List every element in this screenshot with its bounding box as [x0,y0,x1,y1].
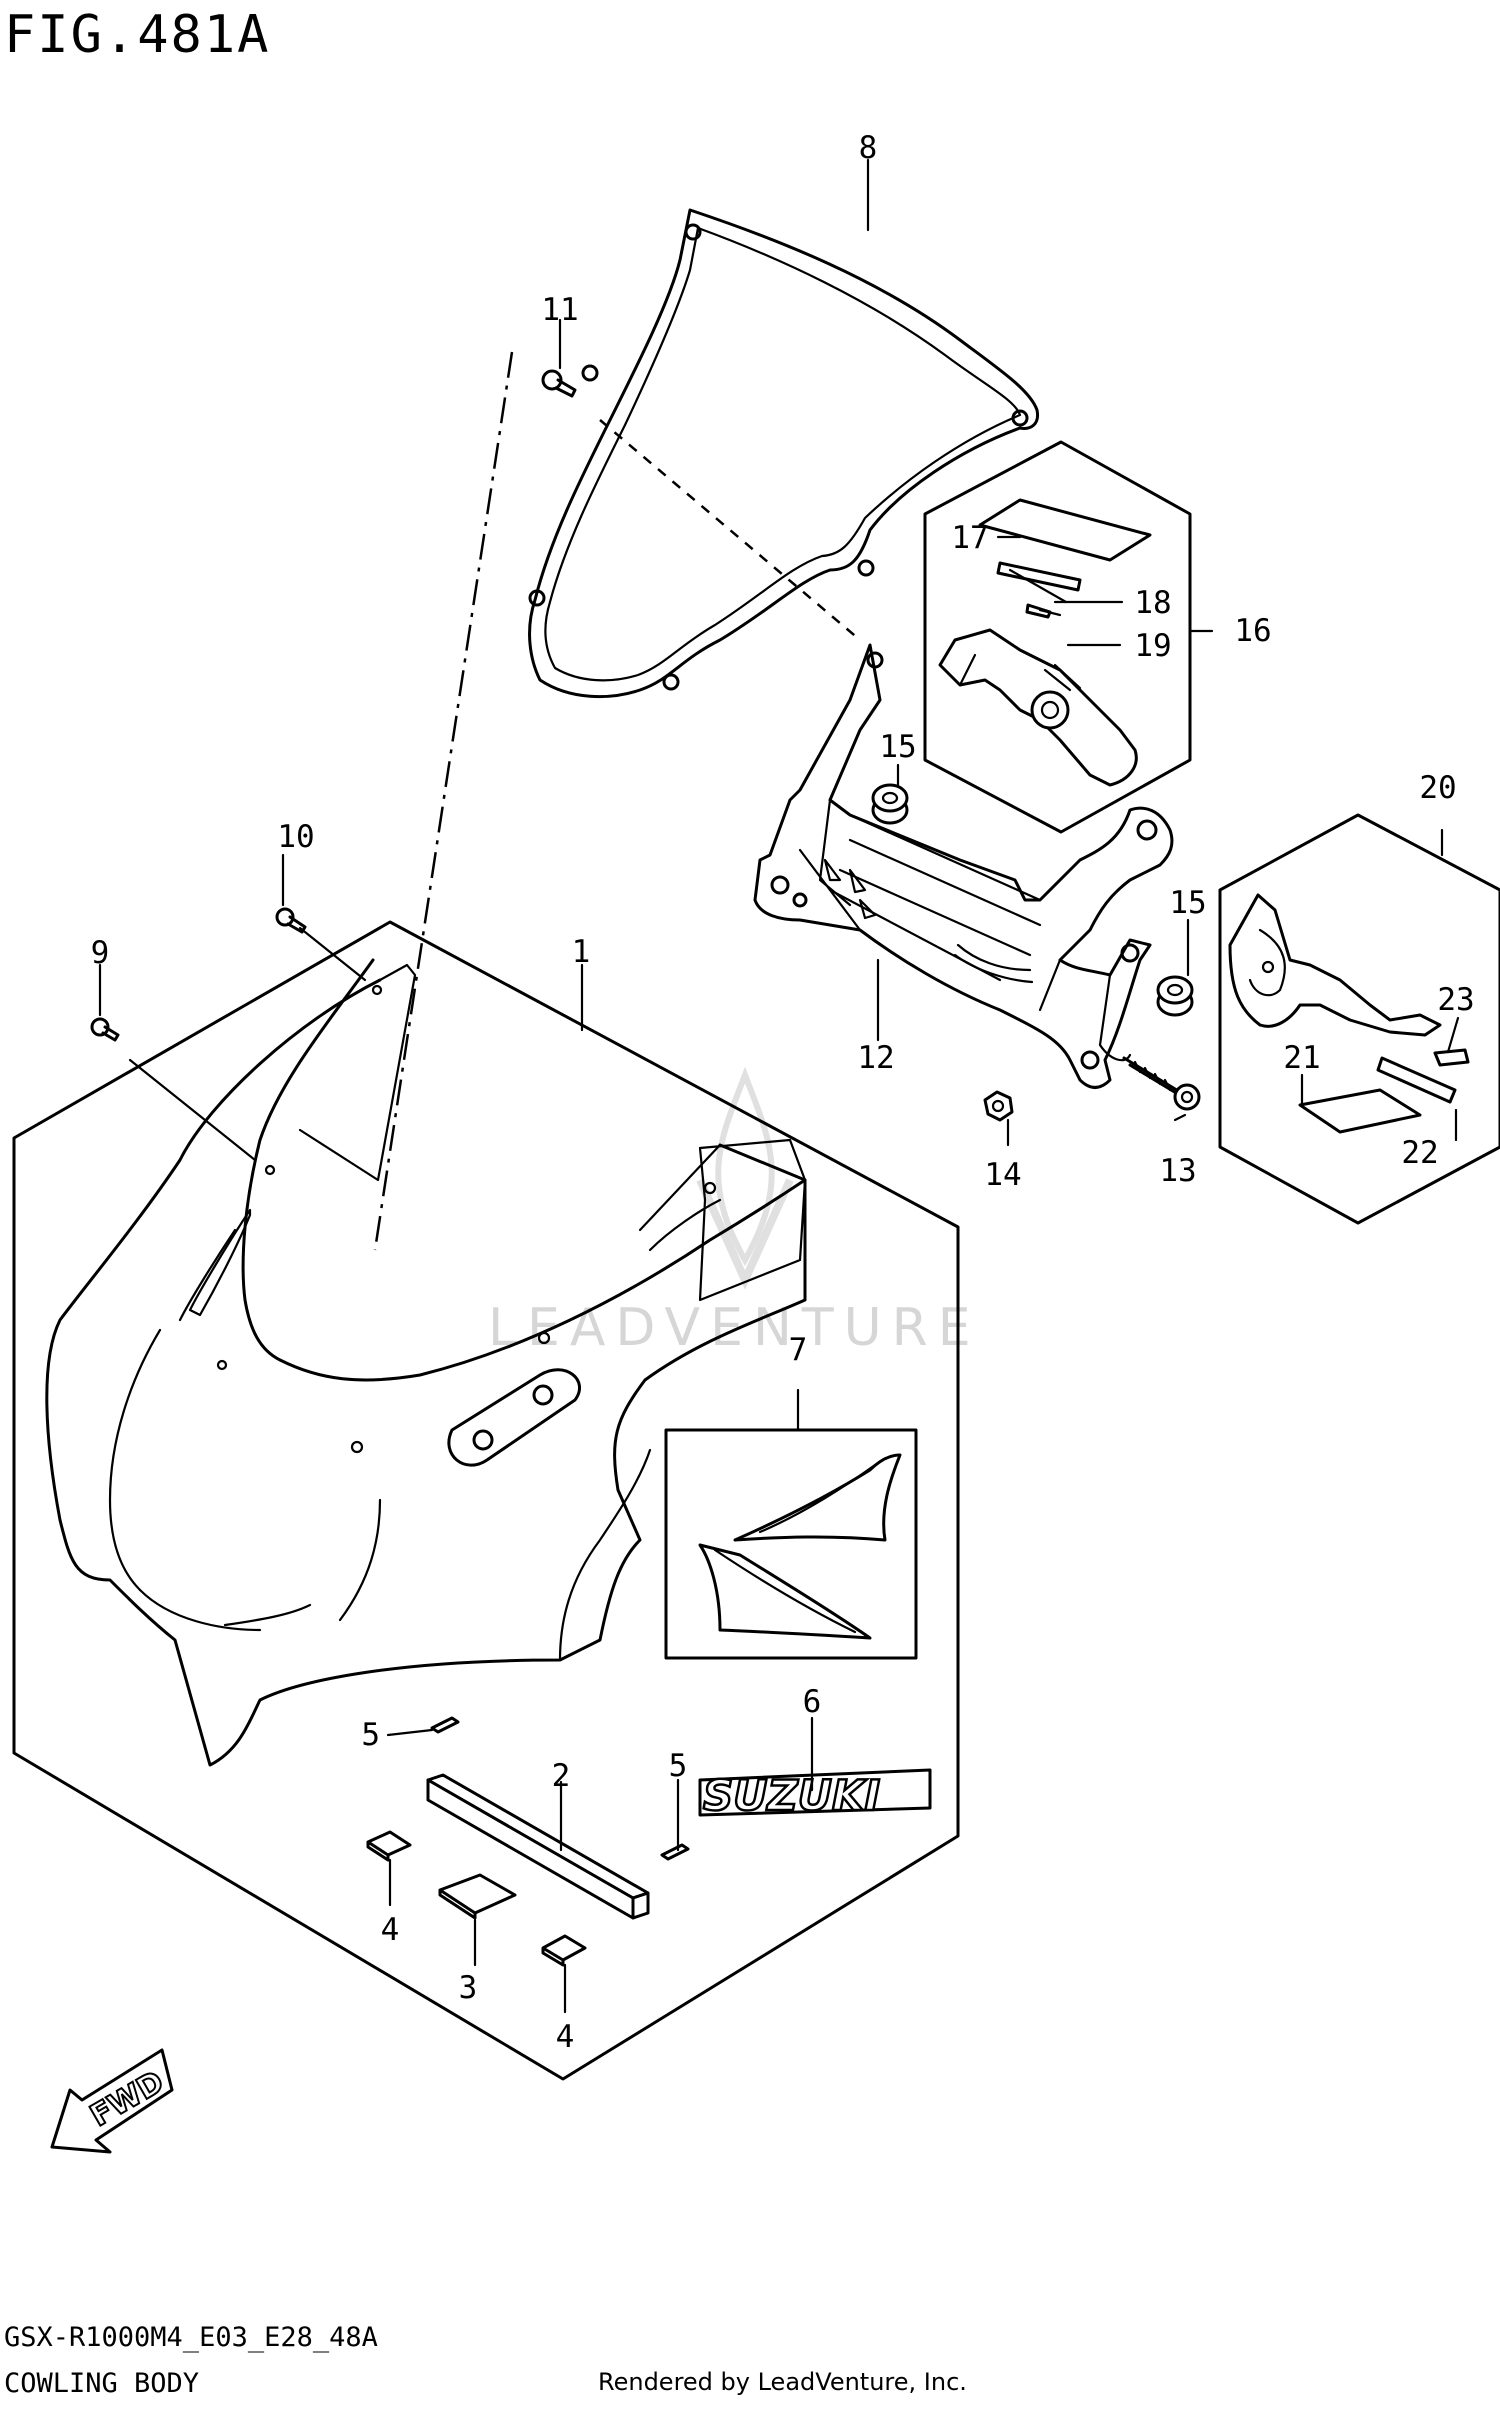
part-1-cowling [45,958,807,1767]
callout-8: 8 [859,130,878,166]
part-22-strip [1376,1056,1457,1104]
callout-9: 9 [91,935,110,971]
callout-15b: 15 [1169,885,1206,921]
callout-20: 20 [1419,770,1456,806]
callout-2: 2 [552,1758,571,1794]
callout-22: 22 [1401,1135,1438,1171]
callout-14: 14 [984,1157,1021,1193]
callout-7: 7 [789,1332,808,1368]
part-3-pad [438,1873,517,1920]
callout-16: 16 [1234,613,1271,649]
part-21-pad [1298,1088,1422,1134]
callout-12: 12 [857,1040,894,1076]
callout-23: 23 [1437,982,1474,1018]
watermark: LEADVENTURE [488,1066,981,1358]
part-15-grommet-a [871,783,909,825]
section-name: COWLING BODY [4,2368,199,2399]
leader-10 [298,926,367,982]
callout-18: 18 [1134,585,1171,621]
callout-11: 11 [541,292,578,328]
callout-labels: 1 2 3 4 4 5 5 6 7 8 9 10 11 12 13 14 15 … [91,130,1475,2055]
part-23-strip [1433,1048,1470,1067]
leader-9 [128,1058,257,1162]
part-20-frame [1218,813,1500,1225]
callout-13: 13 [1159,1153,1196,1189]
callout-6: 6 [803,1684,822,1720]
part-6-emblem: SUZUKI [698,1768,932,1821]
fwd-arrow: FWD [50,2048,174,2154]
part-11-screw [541,369,577,398]
part-7-frame [664,1428,918,1660]
part-4-pad-b [541,1934,587,1967]
part-5-tag-b [660,1843,690,1861]
figure-title: FIG.481A [4,5,270,65]
alignment-line-1 [373,351,514,1251]
part-1-frame [12,920,960,2081]
part-4-pad-a [366,1830,412,1862]
callout-4a: 4 [381,1912,400,1948]
watermark-text: LEADVENTURE [488,1298,981,1358]
part-15-grommet-b [1156,975,1194,1017]
part-9-screw [90,1017,120,1042]
emblem-text: SUZUKI [703,1771,880,1820]
part-5-tag-a [430,1716,460,1734]
part-16-frame [923,440,1192,834]
callout-19: 19 [1134,628,1171,664]
alignment-line-2 [599,419,861,641]
callout-21: 21 [1283,1040,1320,1076]
callout-3: 3 [459,1970,478,2006]
callout-17: 17 [951,520,988,556]
part-7-panels [698,1453,902,1640]
callout-10: 10 [277,819,314,855]
render-credit: Rendered by LeadVenture, Inc. [598,2368,967,2396]
callout-5b: 5 [669,1748,688,1784]
leader-lines [98,158,1460,2014]
part-10-screw [275,907,307,934]
part-12-bracket [753,643,1174,1089]
callout-1: 1 [572,934,591,970]
part-14-nut [983,1090,1014,1122]
part-17-pad [978,498,1152,562]
part-8-windscreen [528,208,1040,698]
part-20-kit-contents [1228,893,1470,1134]
callout-5a: 5 [361,1717,380,1753]
part-16-kit-contents [938,498,1152,787]
part-18-strip [996,561,1082,592]
model-code: GSX-R1000M4_E03_E28_48A [4,2322,378,2353]
callout-15a: 15 [879,729,916,765]
part-2-strip [426,1773,650,1920]
part-13-bolt [1122,1056,1201,1111]
callout-4b: 4 [556,2019,575,2055]
